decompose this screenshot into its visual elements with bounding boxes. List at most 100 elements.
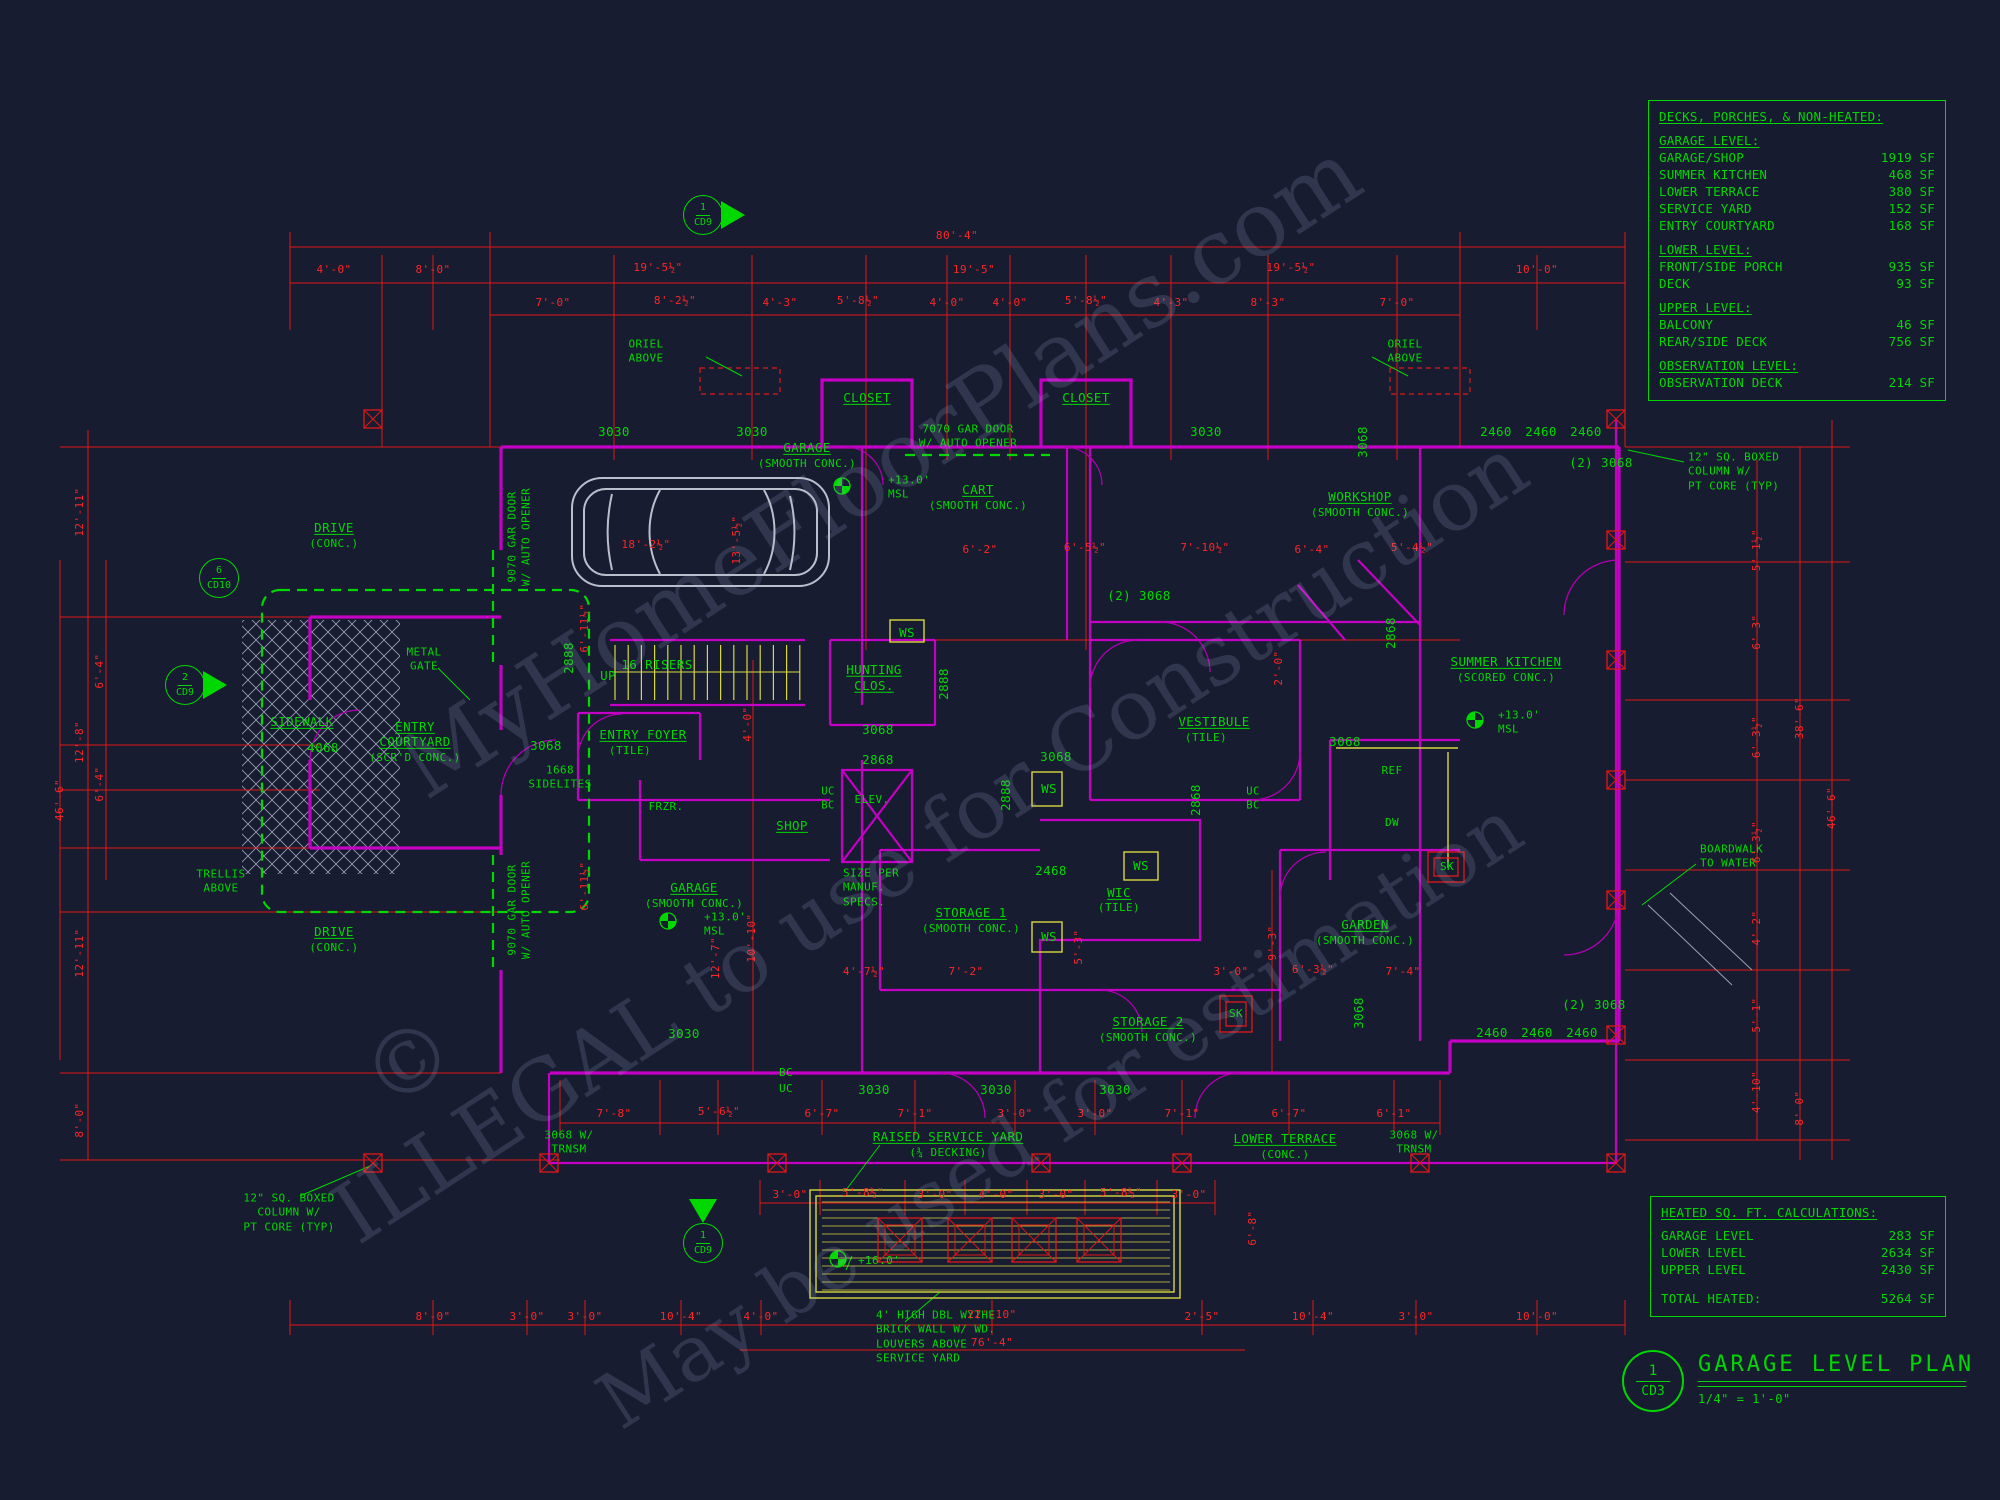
room-label-garage-upper: GARAGE — [783, 439, 831, 455]
dimension-label: 13'-5½" — [729, 515, 743, 565]
dimension-lines — [59, 232, 1850, 1351]
dimension-label: 7'-1" — [897, 1106, 933, 1120]
heated-sqft-table: HEATED SQ. FT. CALCULATIONS: GARAGE LEVE… — [1650, 1196, 1946, 1317]
dimension-label: 6'-11½" — [577, 861, 591, 911]
plan-label: (¾ DECKING) — [909, 1145, 987, 1159]
plan-label: REF — [1381, 763, 1403, 777]
plan-label: 2868 — [1187, 784, 1203, 816]
plan-label: 3030 — [668, 1025, 700, 1041]
dimension-label: 8'-0" — [1792, 1090, 1806, 1126]
sheet-title: GARAGE LEVEL PLAN — [1698, 1352, 1975, 1377]
car-outline — [571, 477, 830, 587]
plan-label: 2460 — [1476, 1024, 1508, 1040]
plan-label: BC — [778, 1065, 794, 1079]
dimension-label: 12'-11" — [72, 487, 86, 537]
section-marker-arrow — [721, 201, 745, 229]
plan-label: 9070 GAR DOOR W/ AUTO OPENER — [505, 487, 533, 587]
dimension-label: 19'-5½" — [633, 260, 683, 274]
room-label-entry-courtyard: ENTRY — [395, 718, 435, 734]
plan-label: 12" SQ. BOXED COLUMN W/ PT CORE (TYP) — [243, 1191, 335, 1234]
sidewalk-hatch — [242, 620, 400, 874]
dimension-label: 5'-8½" — [836, 293, 880, 307]
sink-fixtures — [1219, 851, 1465, 1033]
plan-label: (TILE) — [1097, 900, 1141, 914]
plan-label: 16 RISERS — [621, 656, 693, 672]
dimension-label: 4'-7½" — [842, 964, 886, 978]
plan-label: 4' HIGH DBL WYTHE BRICK WALL W/ WD. LOUV… — [876, 1308, 996, 1365]
dimension-label: 4'-0" — [743, 1309, 779, 1323]
plan-label: 2868 — [862, 751, 894, 767]
dimension-label: 19'-5½" — [1266, 260, 1316, 274]
dimension-label: 18'-2½" — [621, 537, 671, 551]
plan-label: 2460 — [1480, 423, 1512, 439]
dimension-label: 8'-0" — [415, 1309, 451, 1323]
room-label-entry-foyer: ENTRY FOYER — [599, 726, 687, 742]
room-label-closet-2: CLOSET — [1062, 389, 1110, 405]
plan-label: 3068 — [1329, 733, 1361, 749]
plan-label: 9070 GAR DOOR W/ AUTO OPENER — [505, 860, 533, 960]
dimension-label: 3'-0" — [1038, 1187, 1074, 1201]
plan-label: DW — [1384, 815, 1400, 829]
plan-label: WS — [1041, 928, 1057, 944]
dimension-label: 10'-0" — [1515, 262, 1559, 276]
dimension-label: 3'-0" — [567, 1309, 603, 1323]
dimension-label: 3'-0" — [1077, 1106, 1113, 1120]
plan-label: 2888 — [997, 779, 1013, 811]
dimension-label: 4'-0" — [978, 1187, 1014, 1201]
room-label-closet-1: CLOSET — [843, 389, 891, 405]
dimension-label: 5'-8½" — [1064, 293, 1108, 307]
dimension-label: 3'-0" — [772, 1187, 808, 1201]
plan-label: (2) 3068 — [1569, 454, 1633, 470]
dimension-label: 6'-5½" — [1063, 540, 1107, 554]
dimension-label: 6'-7" — [804, 1106, 840, 1120]
plan-label: 3030 — [1190, 423, 1222, 439]
plan-label: TRELLIS ABOVE — [196, 867, 246, 895]
dimension-label: 3'-0" — [1398, 1309, 1434, 1323]
dimension-label: 3'-0" — [509, 1309, 545, 1323]
plan-label: 12" SQ. BOXED COLUMN W/ PT CORE (TYP) — [1688, 450, 1780, 493]
plan-label: (CONC.) — [309, 536, 359, 550]
plan-label: WS — [1133, 857, 1149, 873]
plan-label: ORIEL ABOVE — [1387, 337, 1423, 365]
plan-label: UC — [778, 1081, 794, 1095]
table-section-header: GARAGE LEVEL: — [1659, 133, 1760, 148]
room-label-garage-lower: GARAGE — [670, 879, 718, 895]
plan-label: 1668 SIDELITES — [528, 763, 592, 791]
dimension-label: 8'-0" — [415, 262, 451, 276]
leader-lines — [299, 356, 1697, 1323]
plan-label: 3068 — [1040, 748, 1072, 764]
dimension-label: 6'-4" — [92, 766, 106, 802]
plan-label: (SMOOTH CONC.) — [1098, 1030, 1198, 1044]
plan-label: (TILE) — [1184, 730, 1228, 744]
plan-label: ORIEL ABOVE — [628, 337, 664, 365]
plan-label: 7070 GAR DOOR W/ AUTO OPENER — [918, 422, 1018, 450]
elevation-target-icons — [659, 477, 1484, 1268]
plan-label: 3030 — [598, 423, 630, 439]
section-marker-arrow — [689, 1199, 717, 1223]
plan-label: BOARDWALK TO WATER — [1700, 842, 1764, 870]
dimension-label: 5'-4½" — [1390, 540, 1434, 554]
plan-label: 2868 — [1382, 617, 1398, 649]
dimension-label: 7'-10½" — [1180, 540, 1230, 554]
plan-label: 2460 — [1570, 423, 1602, 439]
oriel-dashed-outline — [699, 367, 1471, 395]
dimension-label: 4'-0" — [992, 295, 1028, 309]
dimension-label: 12'-8" — [72, 720, 86, 764]
plan-label: 3030 — [736, 423, 768, 439]
room-label-wic: WIC — [1107, 884, 1131, 900]
room-label-vestibule: VESTIBULE — [1178, 713, 1250, 729]
plan-label: (CONC.) — [1260, 1147, 1310, 1161]
room-label-cart: CART — [962, 481, 994, 497]
